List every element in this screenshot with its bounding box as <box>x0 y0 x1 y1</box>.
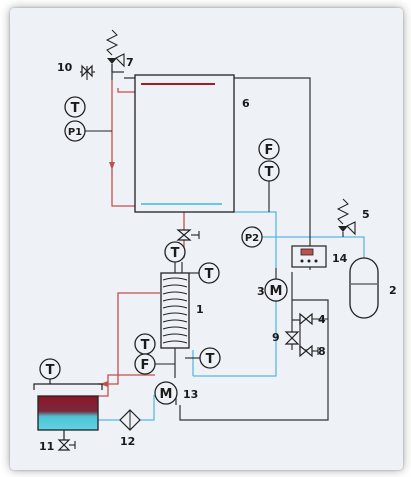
svg-text:T: T <box>71 101 80 116</box>
svg-text:F: F <box>265 143 274 158</box>
solar-collector <box>134 74 235 213</box>
controller-box <box>291 245 327 268</box>
valve-11 <box>57 439 76 451</box>
safety-valve-7 <box>105 29 125 72</box>
pump-13: M <box>154 381 178 405</box>
label-9: 9 <box>272 331 280 344</box>
svg-text:P1: P1 <box>68 127 82 138</box>
svg-text:T: T <box>205 267 214 282</box>
label-13: 13 <box>183 388 198 401</box>
temp-sensor-hx-top-right: T <box>189 262 220 284</box>
label-3: 3 <box>257 285 265 298</box>
svg-text:M: M <box>160 387 173 402</box>
flow-arrow-down-icon <box>109 162 115 170</box>
svg-text:T: T <box>46 363 55 378</box>
valve-4 <box>299 312 328 326</box>
label-4: 4 <box>318 313 326 326</box>
svg-text:T: T <box>171 246 180 261</box>
valve-red-line <box>176 229 200 241</box>
valve-9 <box>284 331 300 345</box>
pump-3: M <box>264 278 288 302</box>
temp-sensor-top: T <box>64 96 86 118</box>
svg-text:P2: P2 <box>245 233 259 244</box>
label-14: 14 <box>332 252 348 265</box>
safety-valve-5 <box>336 198 356 237</box>
expansion-vessel <box>349 257 379 319</box>
temp-sensor-hx-top-left: T <box>164 241 186 263</box>
label-7: 7 <box>126 56 134 69</box>
temp-sensor-tank: T <box>39 358 61 380</box>
pressure-gauge-p2: P2 <box>241 226 263 248</box>
svg-text:T: T <box>265 165 274 180</box>
label-12: 12 <box>120 435 135 448</box>
flow-meter-hx: F <box>134 353 175 375</box>
cold-pipes <box>98 211 365 421</box>
heat-exchanger <box>160 262 190 378</box>
label-2: 2 <box>389 284 397 297</box>
svg-text:T: T <box>141 338 150 353</box>
label-5: 5 <box>362 208 370 221</box>
valve-10 <box>81 64 93 78</box>
pressure-gauge-p1: P1 <box>64 120 112 142</box>
flow-arrow-left-icon <box>100 381 108 387</box>
label-6: 6 <box>242 97 250 110</box>
label-11: 11 <box>39 440 54 453</box>
svg-text:T: T <box>206 352 215 367</box>
component-labels: 6 1 2 3 4 5 7 8 9 10 11 12 13 14 <box>39 56 397 453</box>
label-1: 1 <box>196 303 204 316</box>
label-8: 8 <box>318 345 326 358</box>
temp-sensor-right: T <box>258 160 280 212</box>
svg-text:M: M <box>270 284 283 299</box>
valve-8 <box>299 344 319 358</box>
temp-sensor-hx-bottom-right: T <box>185 347 221 369</box>
svg-text:F: F <box>141 358 150 373</box>
flow-meter-right: F <box>258 138 280 160</box>
filter <box>119 409 141 431</box>
storage-tank <box>33 378 103 448</box>
temp-sensor-hx-bottom-left: T <box>134 333 156 355</box>
label-10: 10 <box>57 61 73 74</box>
